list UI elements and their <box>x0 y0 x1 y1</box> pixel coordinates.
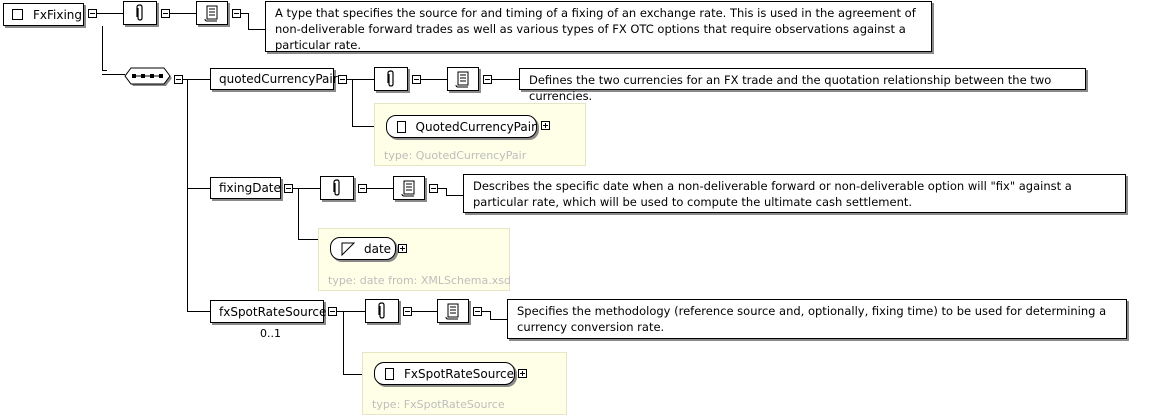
expand-toggle-date-type[interactable] <box>398 244 407 253</box>
documentation-box-fxspotratesource[interactable] <box>437 299 469 323</box>
documentation-box-quotedcurrencypair[interactable] <box>447 67 479 91</box>
documentation-text-fixingdate: Describes the specific date when a non-d… <box>463 174 1126 213</box>
documentation-text-fxfixing: A type that specifies the source for and… <box>265 1 932 52</box>
complex-type-icon <box>397 120 406 133</box>
collapse-toggle-documentation-quotedcurrencypair[interactable] <box>483 75 492 84</box>
root-element-label: FxFixing <box>33 7 83 22</box>
type-name: FxSpotRateSource <box>403 366 514 381</box>
annotation-box-fixingdate[interactable] <box>320 176 354 200</box>
element-fxspotratesource[interactable]: fxSpotRateSource <box>210 300 327 323</box>
paperclip-icon <box>136 4 143 21</box>
element-fixingdate[interactable]: fixingDate <box>210 177 281 199</box>
collapse-toggle-annotation-fxfixing[interactable] <box>161 9 170 18</box>
simple-type-icon <box>341 242 355 256</box>
documentation-box-fixingdate[interactable] <box>393 176 425 200</box>
documentation-text-quotedcurrencypair: Defines the two currencies for an FX tra… <box>519 68 1086 103</box>
collapse-toggle-documentation-fxfixing[interactable] <box>232 9 241 18</box>
documentation-text: A type that specifies the source for and… <box>275 6 916 52</box>
occurrence-label: 0..1 <box>260 327 281 340</box>
type-quotedcurrencypair[interactable]: QuotedCurrencyPair <box>386 115 537 138</box>
type-date[interactable]: date <box>330 237 396 260</box>
paperclip-icon <box>387 70 394 87</box>
type-label: type: date from: XMLSchema.xsd <box>328 274 511 287</box>
annotation-box-fxspotratesource[interactable] <box>365 299 399 323</box>
type-fxspotratesource[interactable]: FxSpotRateSource <box>374 362 515 385</box>
element-label: fxSpotRateSource <box>219 304 327 319</box>
annotation-box-quotedcurrencypair[interactable] <box>374 67 408 91</box>
root-element-fxfixing[interactable]: FxFixing <box>3 3 84 26</box>
complex-type-icon <box>385 367 394 380</box>
collapse-toggle-documentation-fixingdate[interactable] <box>429 184 438 193</box>
paperclip-icon <box>333 179 340 196</box>
collapse-toggle-fixingdate[interactable] <box>284 184 293 193</box>
scroll-icon <box>455 71 469 88</box>
scroll-icon <box>401 180 415 197</box>
collapse-toggle-documentation-fxspotratesource[interactable] <box>473 307 482 316</box>
type-label: type: FxSpotRateSource <box>372 398 505 411</box>
type-label: type: QuotedCurrencyPair <box>384 149 527 162</box>
documentation-text-fxspotratesource: Specifies the methodology (reference sou… <box>507 299 1127 339</box>
collapse-toggle-quotedcurrencypair[interactable] <box>338 75 347 84</box>
type-name: date <box>364 241 392 256</box>
documentation-text: Defines the two currencies for an FX tra… <box>529 73 1052 103</box>
paperclip-icon <box>378 302 385 319</box>
collapse-toggle-annotation-fxspotratesource[interactable] <box>403 307 412 316</box>
annotation-box-fxfixing[interactable] <box>123 1 157 25</box>
element-label: quotedCurrencyPair <box>219 72 338 86</box>
expand-toggle-quotedcurrencypair-type[interactable] <box>541 121 550 130</box>
collapse-toggle-annotation-quotedcurrencypair[interactable] <box>412 75 421 84</box>
documentation-box-fxfixing[interactable] <box>196 1 228 25</box>
collapse-toggle-fxspotratesource[interactable] <box>328 307 337 316</box>
element-label: fixingDate <box>219 181 281 195</box>
collapse-toggle-annotation-fixingdate[interactable] <box>358 184 367 193</box>
collapse-toggle-fxfixing[interactable] <box>88 9 97 18</box>
expand-toggle-fxspotratesource-type[interactable] <box>518 369 527 378</box>
documentation-text: Specifies the methodology (reference sou… <box>517 304 1107 334</box>
sequence-compositor-icon[interactable] <box>122 66 172 88</box>
scroll-icon <box>204 5 218 22</box>
collapse-toggle-sequence[interactable] <box>174 75 183 84</box>
element-quotedcurrencypair[interactable]: quotedCurrencyPair <box>210 68 338 90</box>
documentation-text: Describes the specific date when a non-d… <box>473 179 1072 209</box>
complex-type-icon <box>12 9 23 20</box>
type-name: QuotedCurrencyPair <box>415 119 536 134</box>
scroll-icon <box>445 303 459 320</box>
